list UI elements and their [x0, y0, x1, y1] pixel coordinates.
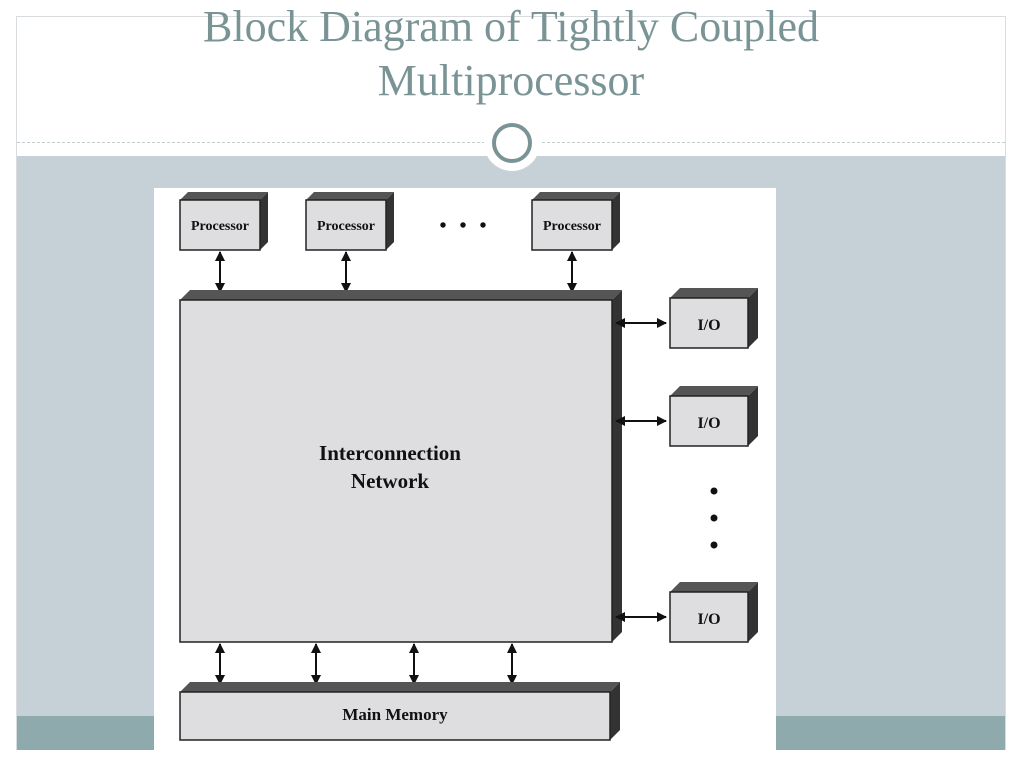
- io-block-2: I/O: [669, 386, 758, 447]
- network-label-line-2: Network: [351, 469, 429, 493]
- main-memory-block: Main Memory: [179, 682, 620, 741]
- processor-label-1: Processor: [191, 219, 249, 234]
- slide-title-line-1: Block Diagram of Tightly Coupled: [203, 2, 819, 51]
- io-label-3: I/O: [697, 611, 720, 628]
- main-memory-label: Main Memory: [342, 705, 448, 724]
- ring-ornament-icon: [484, 115, 540, 171]
- block-diagram: Processor Processor • • • Processor Inte…: [154, 188, 776, 750]
- io-ellipsis: [710, 487, 718, 549]
- io-block-3: I/O: [669, 582, 758, 643]
- slide-title-line-2: Multiprocessor: [377, 56, 645, 105]
- network-label-line-1: Interconnection: [319, 441, 461, 465]
- processor-label-3: Processor: [543, 219, 601, 234]
- processor-block-3: Processor: [531, 192, 620, 251]
- interconnection-network-block: Interconnection Network: [179, 290, 622, 643]
- processor-block-1: Processor: [179, 192, 268, 251]
- ring-inner: [492, 123, 532, 163]
- io-block-1: I/O: [669, 288, 758, 349]
- io-label-2: I/O: [697, 415, 720, 432]
- processor-block-2: Processor: [305, 192, 394, 251]
- io-label-1: I/O: [697, 317, 720, 334]
- processor-label-2: Processor: [317, 219, 375, 234]
- slide-title: Block Diagram of Tightly Coupled Multipr…: [17, 0, 1005, 108]
- processor-ellipsis: • • •: [439, 215, 490, 237]
